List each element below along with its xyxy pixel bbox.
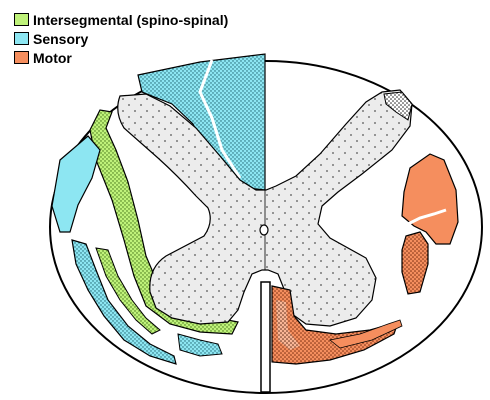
sensory-tract-lateral <box>51 135 101 233</box>
legend-item-sensory: Sensory <box>14 29 354 48</box>
intersegmental-ventral-strip <box>95 247 161 335</box>
motor-tract-ventral-streak <box>329 319 403 349</box>
legend-swatch-intersegmental <box>14 13 29 26</box>
dorsal-horn-tip <box>383 91 413 121</box>
anterior-median-fissure <box>260 281 271 393</box>
legend-label-intersegmental: Intersegmental (spino-spinal) <box>33 11 229 28</box>
legend-swatch-sensory <box>14 32 29 45</box>
motor-tract-rubrospinal <box>401 231 429 295</box>
motor-tract-ventral-inner <box>276 300 300 350</box>
motor-tract-septum <box>403 208 447 228</box>
legend: Intersegmental (spino-spinal) Sensory Mo… <box>14 10 354 67</box>
legend-swatch-motor <box>14 51 29 64</box>
legend-item-motor: Motor <box>14 48 354 67</box>
central-canal <box>259 224 269 236</box>
sensory-ventral-blob <box>177 333 223 357</box>
legend-label-motor: Motor <box>33 49 72 66</box>
dorsal-column-septum <box>198 59 242 179</box>
legend-label-sensory: Sensory <box>33 30 89 47</box>
legend-item-intersegmental: Intersegmental (spino-spinal) <box>14 10 354 29</box>
sensory-tract-ventral <box>71 239 177 365</box>
